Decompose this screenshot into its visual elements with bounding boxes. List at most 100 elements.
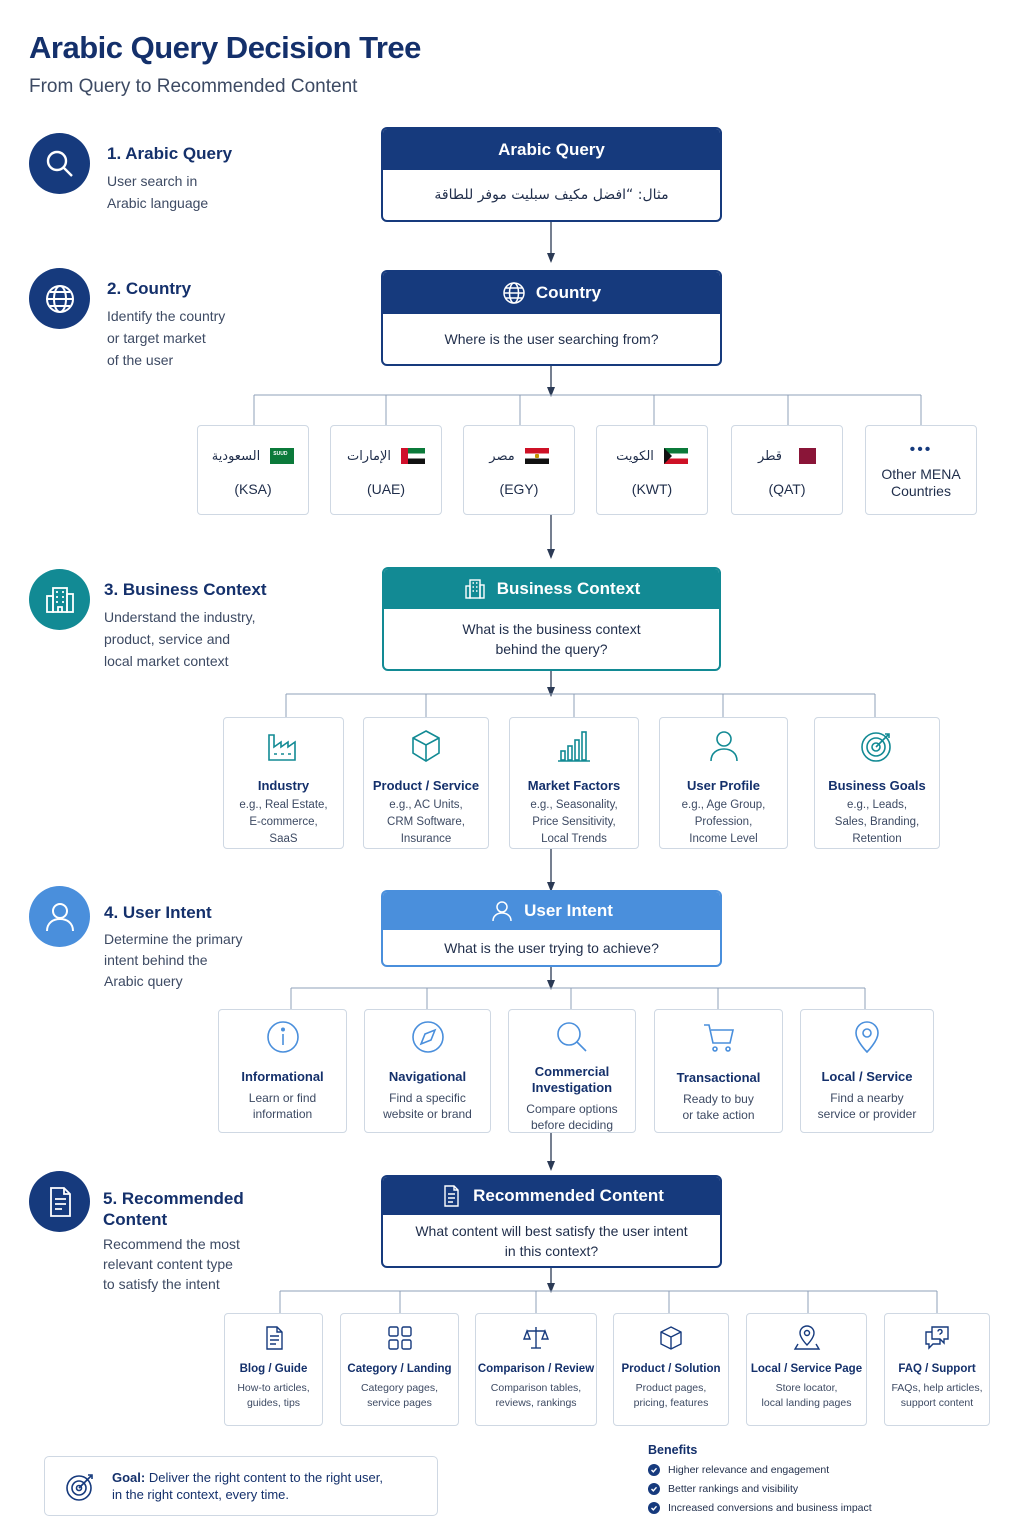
content-description: Comparison tables, reviews, rankings bbox=[476, 1381, 596, 1411]
compass-icon bbox=[411, 1021, 444, 1053]
intent-description: Find a specific website or brand bbox=[365, 1090, 490, 1122]
label-line: Other MENA bbox=[881, 466, 961, 482]
page-subtitle: From Query to Recommended Content bbox=[29, 76, 358, 97]
scale-icon bbox=[522, 1327, 550, 1349]
desc-line: Price Sensitivity, bbox=[532, 816, 616, 828]
step-desc-line: Recommend the most bbox=[103, 1236, 240, 1252]
step-desc-line: product, service and bbox=[104, 631, 231, 647]
content-card-blog-guide[interactable]: Blog / Guide How-to articles, guides, ti… bbox=[224, 1313, 323, 1426]
desc-line: service pages bbox=[367, 1397, 432, 1409]
title-line: 5. Recommended bbox=[103, 1189, 244, 1208]
content-card-comparison-review[interactable]: Comparison / Review Comparison tables, r… bbox=[475, 1313, 597, 1426]
desc-line: Product pages, bbox=[635, 1382, 707, 1394]
desc-line: Learn or find bbox=[248, 1091, 317, 1105]
content-card-local-service-page[interactable]: Local / Service Page Store locator, loca… bbox=[746, 1313, 867, 1426]
intent-card-navigational[interactable]: Navigational Find a specific website or … bbox=[364, 1009, 491, 1133]
country-card-ksa[interactable]: السعودية SUUD (KSA) bbox=[197, 425, 309, 515]
goal-label: Goal: bbox=[112, 1470, 146, 1485]
intent-title: Commercial Investigation bbox=[509, 1064, 635, 1096]
document-icon bbox=[444, 1185, 459, 1207]
uae-flag bbox=[401, 448, 426, 464]
intent-description: Ready to buy or take action bbox=[655, 1091, 782, 1123]
country-card-other-mena[interactable]: ••• Other MENA Countries bbox=[865, 425, 977, 515]
content-card-faq-support[interactable]: FAQ / Support FAQs, help articles, suppo… bbox=[884, 1313, 990, 1426]
desc-line: e.g., Real Estate, bbox=[239, 799, 328, 811]
factor-title: Product / Service bbox=[372, 778, 480, 793]
step-desc-line: Arabic query bbox=[104, 973, 183, 989]
country-code: (EGY) bbox=[499, 481, 539, 497]
country-card-qat[interactable]: قطر (QAT) bbox=[731, 425, 843, 515]
content-title: Comparison / Review bbox=[477, 1363, 595, 1375]
factor-card-industry[interactable]: Industry e.g., Real Estate, E-commerce, … bbox=[223, 717, 344, 849]
box-title: Recommended Content bbox=[473, 1186, 664, 1205]
step-description: Recommend the most relevant content type… bbox=[103, 1234, 293, 1294]
intent-description: Find a nearby service or provider bbox=[801, 1090, 933, 1122]
factor-card-product-service[interactable]: Product / Service e.g., AC Units, CRM So… bbox=[363, 717, 489, 849]
goal-text: Goal: Deliver the right content to the r… bbox=[112, 1469, 383, 1503]
desc-line: reviews, rankings bbox=[495, 1397, 577, 1409]
kuwait-flag bbox=[663, 448, 688, 464]
intent-description: Learn or find information bbox=[219, 1090, 346, 1122]
factor-card-market-factors[interactable]: Market Factors e.g., Seasonality, Price … bbox=[509, 717, 639, 849]
check-icon bbox=[648, 1482, 660, 1495]
desc-line: e.g., Age Group, bbox=[681, 799, 766, 811]
intent-card-transactional[interactable]: Transactional Ready to buy or take actio… bbox=[654, 1009, 783, 1133]
benefits-title: Benefits bbox=[648, 1443, 698, 1457]
intent-card-local-service[interactable]: Local / Service Find a nearby service or… bbox=[800, 1009, 934, 1133]
intent-card-informational[interactable]: Informational Learn or find information bbox=[218, 1009, 347, 1133]
content-title: Product / Solution bbox=[621, 1363, 721, 1375]
benefit-text: Better rankings and visibility bbox=[668, 1482, 799, 1495]
title-line: Commercial bbox=[534, 1064, 610, 1079]
factor-card-business-goals[interactable]: Business Goals e.g., Leads, Sales, Brand… bbox=[814, 717, 940, 849]
country-card-uae[interactable]: الإمارات (UAE) bbox=[330, 425, 442, 515]
document-icon bbox=[265, 1326, 283, 1350]
desc-line: SaaS bbox=[269, 833, 298, 845]
content-card-product-solution[interactable]: Product / Solution Product pages, pricin… bbox=[613, 1313, 729, 1426]
desc-line: FAQs, help articles, bbox=[891, 1382, 983, 1394]
desc-line: e.g., Seasonality, bbox=[530, 799, 618, 811]
desc-line: e.g., AC Units, bbox=[389, 799, 463, 811]
title-line: Transactional bbox=[676, 1070, 761, 1085]
desc-line: website or brand bbox=[383, 1107, 472, 1121]
box-icon bbox=[412, 730, 440, 762]
country-card-kwt[interactable]: الكويت (KWT) bbox=[596, 425, 708, 515]
desc-line: Profession, bbox=[694, 816, 753, 828]
desc-line: Store locator, bbox=[775, 1382, 838, 1394]
factor-card-user-profile[interactable]: User Profile e.g., Age Group, Profession… bbox=[659, 717, 788, 849]
box-header: Country bbox=[383, 272, 720, 314]
step-desc-line: Understand the industry, bbox=[104, 609, 256, 625]
target-icon bbox=[861, 732, 891, 762]
content-title: Category / Landing bbox=[347, 1363, 452, 1375]
benefit-item: Better rankings and visibility bbox=[648, 1482, 968, 1495]
content-card-category-landing[interactable]: Category / Landing Category pages, servi… bbox=[340, 1313, 459, 1426]
check-icon bbox=[648, 1463, 660, 1476]
qatar-flag bbox=[792, 448, 817, 464]
intent-card-commercial-investigation[interactable]: Commercial Investigation Compare options… bbox=[508, 1009, 636, 1133]
desc-line: or take action bbox=[682, 1108, 755, 1122]
step-3: 3. Business Context Understand the indus… bbox=[104, 579, 294, 672]
other-countries-label: Other MENA Countries bbox=[866, 466, 976, 500]
factor-title: Market Factors bbox=[527, 778, 621, 793]
desc-line: Comparison tables, bbox=[490, 1382, 582, 1394]
desc-line: Sales, Branding, bbox=[834, 816, 920, 828]
factory-icon bbox=[267, 734, 296, 761]
title-line: Local / Service bbox=[821, 1069, 913, 1084]
saudi-flag: SUUD bbox=[270, 448, 295, 464]
document-icon bbox=[29, 1171, 90, 1232]
desc-line: pricing, features bbox=[633, 1397, 709, 1409]
recommended-content-box: Recommended Content What content will be… bbox=[381, 1175, 722, 1268]
body-line: behind the query? bbox=[495, 641, 608, 657]
desc-line: Retention bbox=[852, 833, 902, 845]
content-description: Category pages, service pages bbox=[341, 1381, 458, 1411]
desc-line: local landing pages bbox=[761, 1397, 852, 1409]
country-card-egy[interactable]: مصر (EGY) bbox=[463, 425, 575, 515]
title-line: Navigational bbox=[388, 1069, 467, 1084]
arabic-query-box: Arabic Query مثال: “افضل مكيف سبليت موفر… bbox=[381, 127, 722, 222]
user-icon bbox=[492, 901, 512, 922]
desc-line: service or provider bbox=[817, 1107, 917, 1121]
body-line: What content will best satisfy the user … bbox=[415, 1222, 688, 1239]
globe-icon bbox=[29, 268, 90, 329]
goal-text-line: Deliver the right content to the right u… bbox=[145, 1470, 383, 1485]
country-code: (QAT) bbox=[768, 481, 806, 497]
intent-title: Navigational bbox=[365, 1069, 490, 1085]
